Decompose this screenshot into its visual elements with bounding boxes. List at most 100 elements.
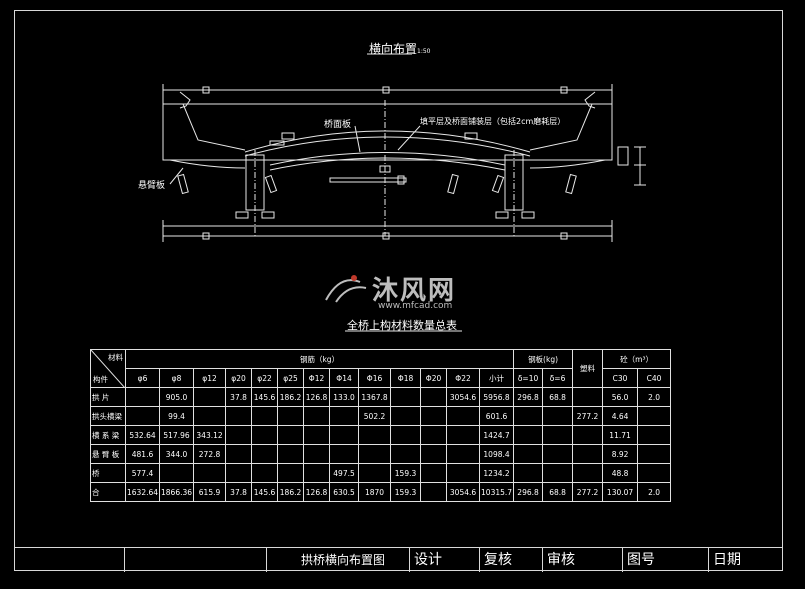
subheader-cell: φ6 [124,368,161,388]
cantilever-label: 悬臂板 [138,181,166,191]
table-cell: 296.8 [513,387,544,407]
table-cell [390,425,422,445]
table-cell [637,406,672,426]
row-name-cell: 合 [90,482,126,502]
table-cell [329,406,360,426]
table-cell: 277.2 [572,482,604,502]
table-cell: 48.8 [602,463,639,483]
table-cell: 126.8 [303,387,331,407]
watermark-brand: 沐风网 [372,276,457,306]
watermark-url: www.mfcad.com [378,301,453,311]
table-cell: 601.6 [479,406,515,426]
subheader-cell: 小计 [479,368,515,388]
table-cell [390,387,422,407]
table-cell [446,463,481,483]
table-cell: 37.8 [225,387,253,407]
title-block-blank [124,548,269,572]
table-cell: 1424.7 [479,425,515,445]
steel-plate-header: 钢板(kg) [513,349,574,369]
table-cell [358,444,392,464]
table-cell [251,406,279,426]
table-cell [420,463,448,483]
drawing-name: 拱桥横向布置图 [266,548,409,572]
table-cell [303,425,331,445]
table-cell [277,463,305,483]
row-name-cell: 悬 臂 板 [90,444,126,464]
watermark-logo-icon [325,275,367,303]
subheader-cell: Φ22 [446,368,481,388]
subheader-cell: φ12 [193,368,227,388]
subheader-cell: δ=10 [513,368,544,388]
table-cell: 126.8 [303,482,331,502]
design-cell: 设计 [409,548,476,572]
concrete-header: 砼（m³） [602,349,672,369]
table-cell: 344.0 [159,444,195,464]
table-cell: 186.2 [277,482,305,502]
subheader-cell: Φ14 [329,368,360,388]
table-cell: 3054.6 [446,482,481,502]
table-cell: 577.4 [124,463,161,483]
table-cell [572,425,604,445]
table-cell [513,406,544,426]
table-cell [572,444,604,464]
table-cell [390,406,422,426]
table-cell [303,406,331,426]
table-cell [225,463,253,483]
table-cell: 1870 [358,482,392,502]
table-cell: 68.8 [542,387,574,407]
table-cell [513,425,544,445]
table-cell: 11.71 [602,425,639,445]
table-cell [637,463,672,483]
table-cell: 1234.2 [479,463,515,483]
table-cell [390,444,422,464]
table-cell: 159.3 [390,482,422,502]
table-cell [193,406,227,426]
table-cell: 2.0 [637,482,672,502]
deck-outline [162,100,613,161]
table-cell [637,425,672,445]
table-cell [513,444,544,464]
table-cell [303,463,331,483]
table-cell: 630.5 [329,482,360,502]
deck-plate-label: 桥面板 [324,120,352,130]
table-cell: 3054.6 [446,387,481,407]
table-cell [446,425,481,445]
subheader-cell: φ20 [225,368,253,388]
table-cell: 1098.4 [479,444,515,464]
row-name-cell: 拱头横梁 [90,406,126,426]
table-cell [446,406,481,426]
table-cell: 56.0 [602,387,639,407]
table-cell [572,463,604,483]
row-name-cell: 横 系 梁 [90,425,126,445]
plastic-header: 塑料 [572,349,604,388]
table-cell: 517.96 [159,425,195,445]
table-cell: 272.8 [193,444,227,464]
subheader-cell: φ25 [277,368,305,388]
drawing-title-text: 横向布置 [369,42,418,56]
table-cell [124,387,161,407]
table-cell [277,444,305,464]
table-cell [193,387,227,407]
subheader-cell: Φ12 [303,368,331,388]
table-cell: 8.92 [602,444,639,464]
drawing-scale: 1:50 [417,48,431,55]
table-cell [513,463,544,483]
subheader-cell: C40 [637,368,672,388]
table-cell [420,482,448,502]
diag-top-label: 材料 [108,353,123,362]
table-cell [358,425,392,445]
table-cell: 1367.8 [358,387,392,407]
drawing-frame [14,10,783,571]
table-cell [225,444,253,464]
table-cell: 145.6 [251,482,279,502]
subheader-cell: C30 [602,368,639,388]
table-cell [329,444,360,464]
table-cell: 615.9 [193,482,227,502]
subheader-cell: Φ16 [358,368,392,388]
table-cell [420,444,448,464]
table-cell: 186.2 [277,387,305,407]
